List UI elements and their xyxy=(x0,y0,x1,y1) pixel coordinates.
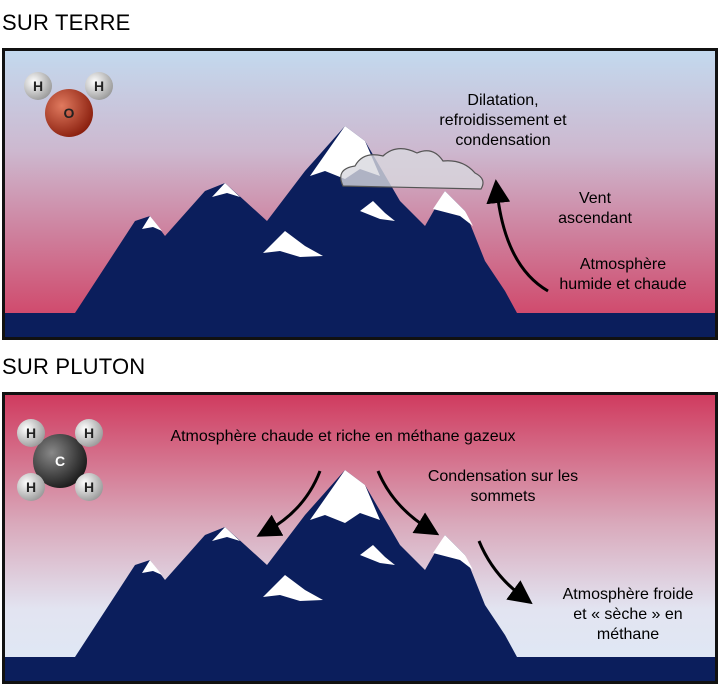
summit-condensation-label: Condensation sur les sommets xyxy=(427,468,579,505)
hydrogen-atom xyxy=(75,473,103,501)
earth-panel: H O H Dilatation, refroidissement et con… xyxy=(2,48,718,340)
earth-illustration: H O H xyxy=(5,51,715,337)
arrow-down-slope xyxy=(477,540,533,605)
earth-snow-patch1 xyxy=(263,231,323,257)
atom-label: H xyxy=(26,425,36,441)
pluto-snow-patch2 xyxy=(360,545,395,565)
hydrogen-atom xyxy=(85,72,113,100)
hydrogen-atom xyxy=(75,419,103,447)
pluto-illustration: H H C H H xyxy=(5,395,715,681)
atom-label: O xyxy=(64,105,75,121)
atom-label: H xyxy=(84,425,94,441)
arrow-to-right-summit xyxy=(376,470,440,536)
wind-arrow xyxy=(486,179,549,293)
atom-label: H xyxy=(33,78,43,94)
atom-label: H xyxy=(84,479,94,495)
earth-snow-left xyxy=(142,216,162,231)
pluto-snow-patch1 xyxy=(263,575,323,601)
atom-label: H xyxy=(26,479,36,495)
earth-section-heading: SUR TERRE xyxy=(2,10,131,35)
wind-label: Vent ascendant xyxy=(558,190,632,227)
pluto-mountain xyxy=(75,470,517,657)
atom-label: H xyxy=(94,78,104,94)
oxygen-atom xyxy=(45,89,93,137)
hydrogen-atom xyxy=(17,473,45,501)
water-molecule: H O H xyxy=(24,72,113,137)
atom-label: C xyxy=(55,453,65,469)
earth-mountain xyxy=(75,126,517,313)
pluto-snow-mid xyxy=(212,527,240,541)
hydrogen-atom xyxy=(17,419,45,447)
dry-atmosphere-label: Atmosphère froide et « sèche » en méthan… xyxy=(562,586,694,643)
earth-ground xyxy=(5,313,715,337)
earth-snow-patch2 xyxy=(360,201,395,221)
earth-snow-right xyxy=(433,191,473,226)
condensation-label: Dilatation, refroidissement et condensat… xyxy=(439,92,567,149)
arrow-to-left-summit xyxy=(256,470,322,537)
pluto-snow-left xyxy=(142,560,162,575)
carbon-atom xyxy=(33,434,87,488)
pluto-snow-peak xyxy=(310,470,380,523)
hydrogen-atom xyxy=(24,72,52,100)
earth-snow-mid xyxy=(212,183,240,197)
pluto-snow-right xyxy=(433,535,473,570)
cloud xyxy=(340,148,484,190)
pluto-panel: H H C H H Atmosphère chaude et riche en … xyxy=(2,392,718,684)
humid-atmosphere-label: Atmosphère humide et chaude xyxy=(559,256,687,293)
pluto-ground xyxy=(5,657,715,681)
pluto-section-heading: SUR PLUTON xyxy=(2,354,146,379)
methane-molecule: H H C H H xyxy=(17,419,103,501)
warm-methane-atmosphere-label: Atmosphère chaude et riche en méthane ga… xyxy=(170,428,516,445)
